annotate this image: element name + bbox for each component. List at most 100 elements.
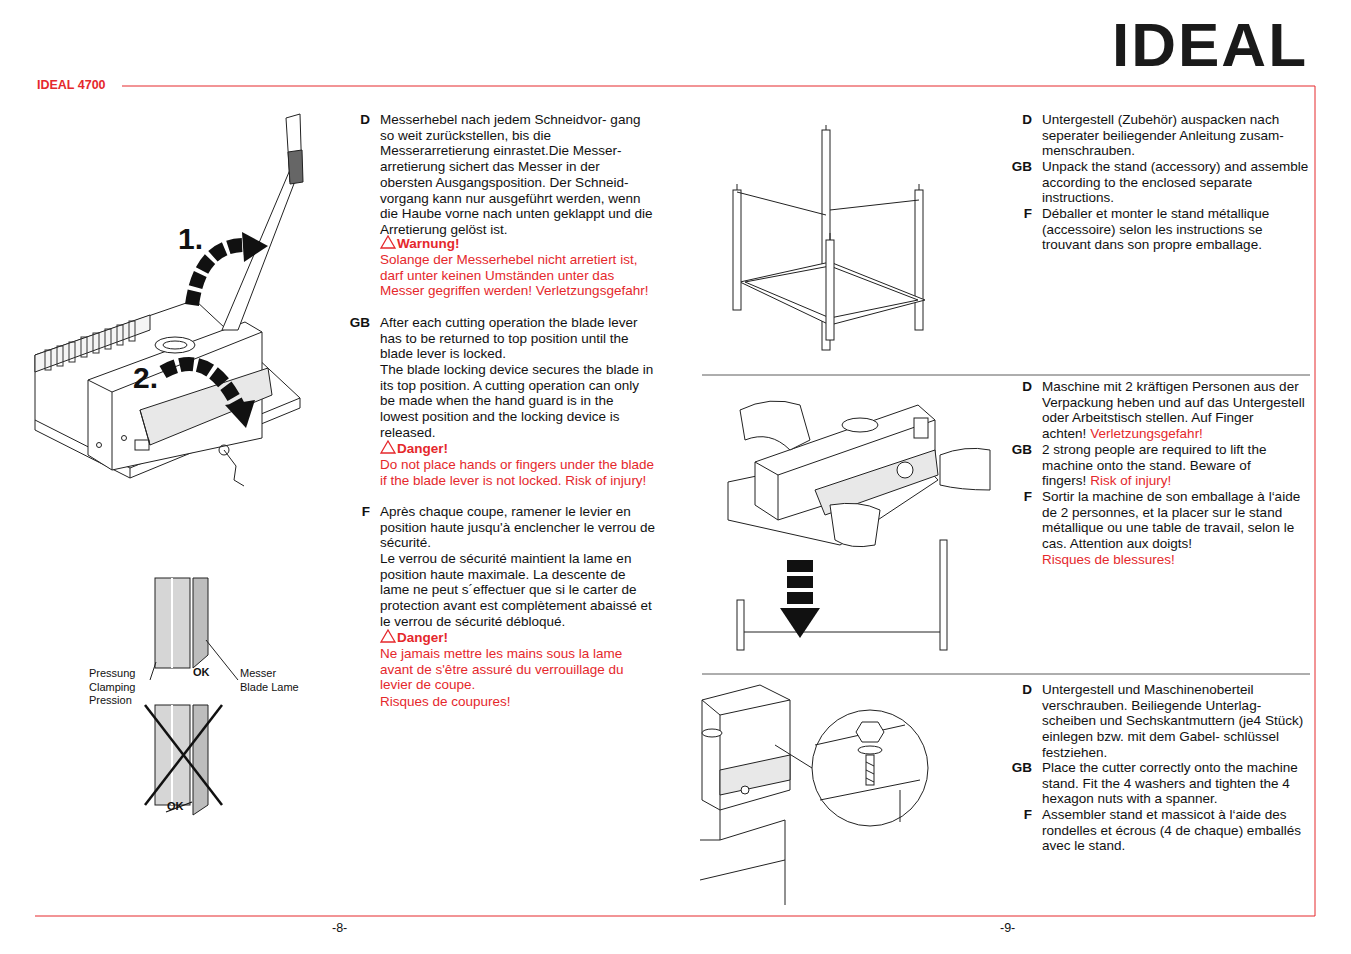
bolting-illustration-part (741, 786, 749, 794)
cutter-illustration-part-part (117, 325, 123, 345)
bolting-illustration-part (720, 715, 721, 810)
language-code: GB (1008, 442, 1032, 458)
bolting-illustration (700, 685, 928, 905)
lowering-arrow-part (787, 592, 813, 604)
stand-illustration-part (737, 192, 826, 215)
bolting-illustration-part (700, 860, 785, 880)
warning-text: Verletzungsgefahr! (1090, 426, 1203, 441)
page-frame-part (702, 674, 1310, 675)
bolting-illustration-part (856, 722, 884, 742)
page-number: -8- (332, 921, 372, 937)
cutter-illustration-part (88, 322, 262, 470)
brand-logo: IDEAL (1112, 14, 1327, 76)
cutter-illustration-part (140, 368, 272, 445)
stand-illustration-part (733, 190, 741, 310)
lifting-illustration-part (940, 448, 990, 490)
cutter-illustration-part-part (69, 342, 75, 362)
instruction-text: Le verrou de sécurité maintient la lame … (380, 551, 655, 630)
language-code: F (1008, 807, 1032, 823)
bolting-illustration-part (866, 770, 874, 774)
warning-text: Do not place hands or fingers under the … (380, 457, 655, 488)
language-code: F (1008, 206, 1032, 222)
instruction-text: Messerhebel nach jedem Schneidvor- gang … (380, 112, 655, 238)
language-code: F (346, 504, 370, 520)
clamp-blade-detail-part (171, 705, 173, 805)
lifting-illustration-part (830, 503, 880, 546)
bolting-illustration-part (858, 746, 882, 754)
language-code: D (346, 112, 370, 128)
lowering-arrow-part (780, 608, 820, 638)
instruction-text: Untergestell und Maschinenoberteil versc… (1042, 682, 1314, 761)
warning-heading: Danger! (397, 441, 597, 457)
instruction-text: Unpack the stand (accessory) and assembl… (1042, 159, 1314, 206)
clamp-blade-detail-part (193, 705, 208, 815)
arrow-heads-part (242, 232, 268, 262)
clamp-blade-detail-part (145, 705, 222, 805)
stand-illustration-part (826, 125, 827, 130)
bolting-illustration-part (702, 700, 720, 715)
stand-illustration-part (919, 184, 920, 190)
warning-text: Ne jamais mettre les mains sous la lame … (380, 646, 655, 693)
lifting-illustration-part (744, 632, 940, 633)
language-code: GB (1008, 760, 1032, 776)
stand-illustration-part (826, 240, 834, 340)
page-number: -9- (1000, 921, 1040, 937)
language-code: GB (1008, 159, 1032, 175)
lifting-illustration-part (897, 462, 913, 478)
page-frame (35, 86, 1315, 916)
warning-heading: Warnung! (397, 236, 597, 252)
status-label: OK (167, 800, 197, 814)
clamp-blade-detail-part (206, 640, 238, 680)
bolting-illustration-part (700, 840, 720, 841)
cutter-illustration-part-part (93, 333, 99, 353)
bolting-illustration-part (775, 745, 812, 768)
status-label: OK (193, 666, 223, 680)
cutter-illustration-part (224, 450, 244, 486)
part-label: Messer Blade Lame (240, 667, 300, 694)
instruction-text: Assembler stand et massicot à l‘aide des… (1042, 807, 1314, 854)
bolting-illustration-part (812, 710, 928, 826)
page-frame-part (702, 375, 1310, 376)
arrow-heads (225, 232, 268, 428)
instruction-text: The blade locking device secures the bla… (380, 362, 655, 441)
instruction-text: After each cutting operation the blade l… (380, 315, 655, 362)
instruction-text: Sortir la machine de son emballage à l‘a… (1042, 489, 1314, 552)
cutter-illustration-part (163, 341, 187, 349)
clamp-blade-detail-part (145, 705, 222, 805)
cutter-illustration (35, 114, 303, 486)
bolting-illustration-part (720, 810, 785, 905)
page-frame-part (122, 86, 1315, 87)
bolting-illustration-part (702, 685, 790, 810)
clamp-blade-detail-part (155, 578, 190, 668)
instruction-text: Place the cutter correctly onto the mach… (1042, 760, 1314, 807)
warning-text: Risques de blessures! (1042, 552, 1314, 568)
cutter-illustration-part (112, 392, 113, 470)
warning-text: Risk of injury! (1090, 473, 1171, 488)
bolting-illustration-part (866, 762, 874, 766)
part-label: Pressung Clamping Pression (89, 667, 159, 708)
lifting-illustration-part (842, 418, 878, 432)
arrow-heads-part (225, 400, 255, 428)
cutter-illustration-part (135, 440, 149, 450)
stand-illustration (733, 125, 925, 350)
instruction-text: Après chaque coupe, ramener le levier en… (380, 504, 655, 551)
cutter-illustration-part (130, 468, 131, 478)
clamp-blade-detail-part (171, 578, 173, 668)
lifting-illustration (728, 401, 990, 650)
instruction-text: Déballer et monter le stand métallique (… (1042, 206, 1314, 253)
bolting-illustration-part (702, 729, 722, 737)
warning-text: Risques de coupures! (380, 694, 655, 710)
lifting-illustration-part (940, 540, 947, 650)
lowering-arrow-part (787, 576, 813, 588)
warning-text: Solange der Messerhebel nicht arretiert … (380, 252, 655, 299)
language-code: F (1008, 489, 1032, 505)
step-number: 1. (178, 223, 228, 255)
cutter-illustration-part (288, 150, 303, 184)
step-number: 2. (133, 362, 183, 394)
cutter-illustration-part-part (57, 346, 63, 366)
language-code: D (1008, 682, 1032, 698)
cutter-illustration-part (122, 436, 127, 441)
warning-icons-part (381, 236, 395, 248)
lowering-arrow (780, 560, 820, 638)
warning-icons-part (381, 630, 395, 642)
